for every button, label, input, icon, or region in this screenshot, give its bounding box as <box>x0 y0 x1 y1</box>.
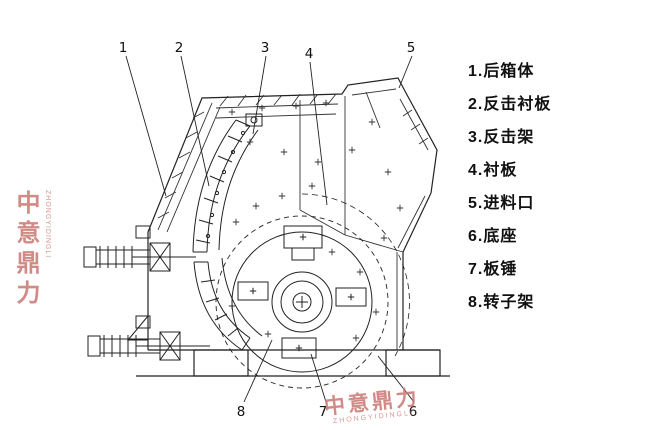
tension-rod-assemblies <box>83 225 210 361</box>
callout-1: 1 <box>119 40 128 56</box>
legend-item-1: 1.后箱体 <box>468 63 535 80</box>
leader-lines <box>125 55 415 403</box>
parts-legend: 1.后箱体 2.反击衬板 3.反击架 4.衬板 5.进料口 6.底座 7.板锤 … <box>468 62 551 326</box>
impact-liner-band <box>192 119 251 351</box>
callout-numbers: 1 2 3 4 5 8 7 6 <box>119 40 418 420</box>
callout-3: 3 <box>261 40 270 56</box>
legend-item-6: 6.底座 <box>468 228 518 245</box>
housing-outline <box>136 77 450 377</box>
bolt-marks <box>228 99 404 342</box>
legend-item-4: 4.衬板 <box>468 162 518 179</box>
legend-item-8: 8.转子架 <box>468 294 535 311</box>
callout-2: 2 <box>175 40 184 56</box>
callout-4: 4 <box>305 46 314 62</box>
callout-6: 6 <box>409 404 418 420</box>
legend-item-3: 3.反击架 <box>468 129 535 146</box>
callout-7: 7 <box>319 404 328 420</box>
legend-item-7: 7.板锤 <box>468 261 518 278</box>
legend-item-2: 2.反击衬板 <box>468 96 552 113</box>
impact-frame <box>218 113 263 337</box>
callout-8: 8 <box>237 404 246 420</box>
housing-inner-plates <box>157 88 429 350</box>
legend-item-5: 5.进料口 <box>468 195 535 212</box>
callout-5: 5 <box>407 40 416 56</box>
rotor-assembly <box>215 193 410 389</box>
